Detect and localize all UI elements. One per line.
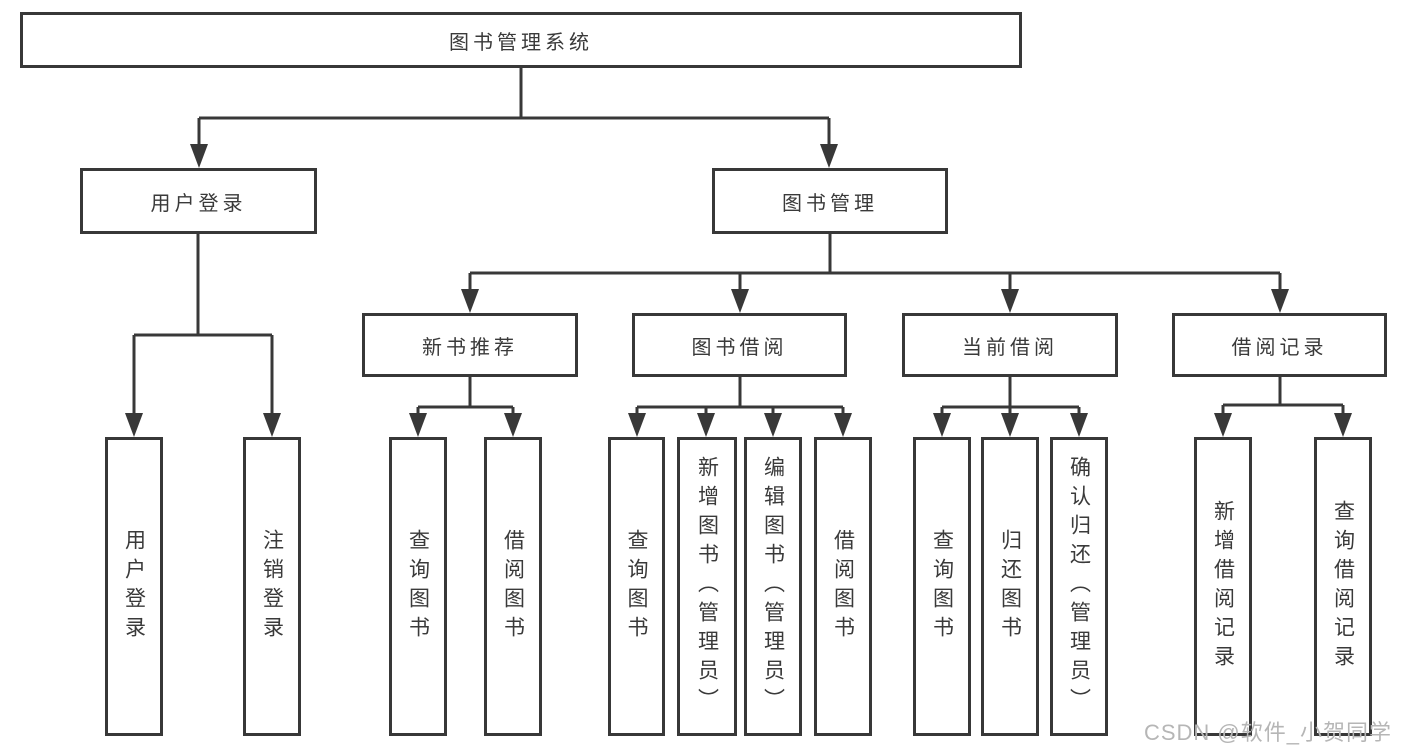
- leaf-logout-label: 注销登录: [260, 528, 284, 645]
- node-borrow-records-label: 借阅记录: [1231, 336, 1328, 359]
- node-book-management-label: 图书管理: [782, 192, 878, 215]
- leaf-current-query-books-label: 查询图书: [930, 528, 954, 645]
- leaf-user-login: 用户登录: [105, 437, 163, 736]
- node-user-login-label: 用户登录: [150, 192, 247, 215]
- leaf-newbooks-borrow-books: 借阅图书: [484, 437, 542, 736]
- node-new-book-recommend-label: 新书推荐: [422, 336, 518, 359]
- node-new-book-recommend: 新书推荐: [362, 313, 578, 377]
- leaf-borrow-borrow-books: 借阅图书: [814, 437, 872, 736]
- leaf-records-query-record: 查询借阅记录: [1314, 437, 1372, 736]
- node-current-borrow: 当前借阅: [902, 313, 1118, 377]
- leaf-current-confirm-return-admin: 确认归还（管理员）: [1050, 437, 1108, 736]
- leaf-logout: 注销登录: [243, 437, 301, 736]
- leaf-newbooks-borrow-books-label: 借阅图书: [501, 528, 525, 645]
- leaf-borrow-add-book-admin: 新增图书（管理员）: [677, 437, 737, 736]
- leaf-newbooks-query-books: 查询图书: [389, 437, 447, 736]
- node-user-login: 用户登录: [80, 168, 317, 234]
- leaf-borrow-edit-book-admin-label: 编辑图书（管理员）: [761, 456, 785, 717]
- node-book-management: 图书管理: [712, 168, 948, 234]
- leaf-borrow-add-book-admin-label: 新增图书（管理员）: [695, 456, 719, 717]
- leaf-current-return-books: 归还图书: [981, 437, 1039, 736]
- node-root: 图书管理系统: [20, 12, 1022, 68]
- node-book-borrow-label: 图书借阅: [691, 336, 788, 359]
- node-current-borrow-label: 当前借阅: [962, 336, 1058, 359]
- leaf-current-query-books: 查询图书: [913, 437, 971, 736]
- leaf-records-query-record-label: 查询借阅记录: [1331, 499, 1355, 674]
- node-root-label: 图书管理系统: [449, 31, 593, 54]
- leaf-current-return-books-label: 归还图书: [998, 528, 1022, 645]
- leaf-borrow-query-books-label: 查询图书: [625, 528, 648, 645]
- node-borrow-records: 借阅记录: [1172, 313, 1387, 377]
- leaf-user-login-label: 用户登录: [122, 528, 146, 645]
- leaf-newbooks-query-books-label: 查询图书: [406, 528, 430, 645]
- leaf-records-add-record: 新增借阅记录: [1194, 437, 1252, 736]
- leaf-current-confirm-return-admin-label: 确认归还（管理员）: [1067, 456, 1091, 717]
- node-book-borrow: 图书借阅: [632, 313, 847, 377]
- watermark: CSDN @软件_小贺同学: [1143, 720, 1392, 745]
- leaf-borrow-query-books: 查询图书: [608, 437, 665, 736]
- leaf-borrow-edit-book-admin: 编辑图书（管理员）: [744, 437, 802, 736]
- leaf-borrow-borrow-books-label: 借阅图书: [831, 528, 855, 645]
- leaf-records-add-record-label: 新增借阅记录: [1211, 499, 1235, 674]
